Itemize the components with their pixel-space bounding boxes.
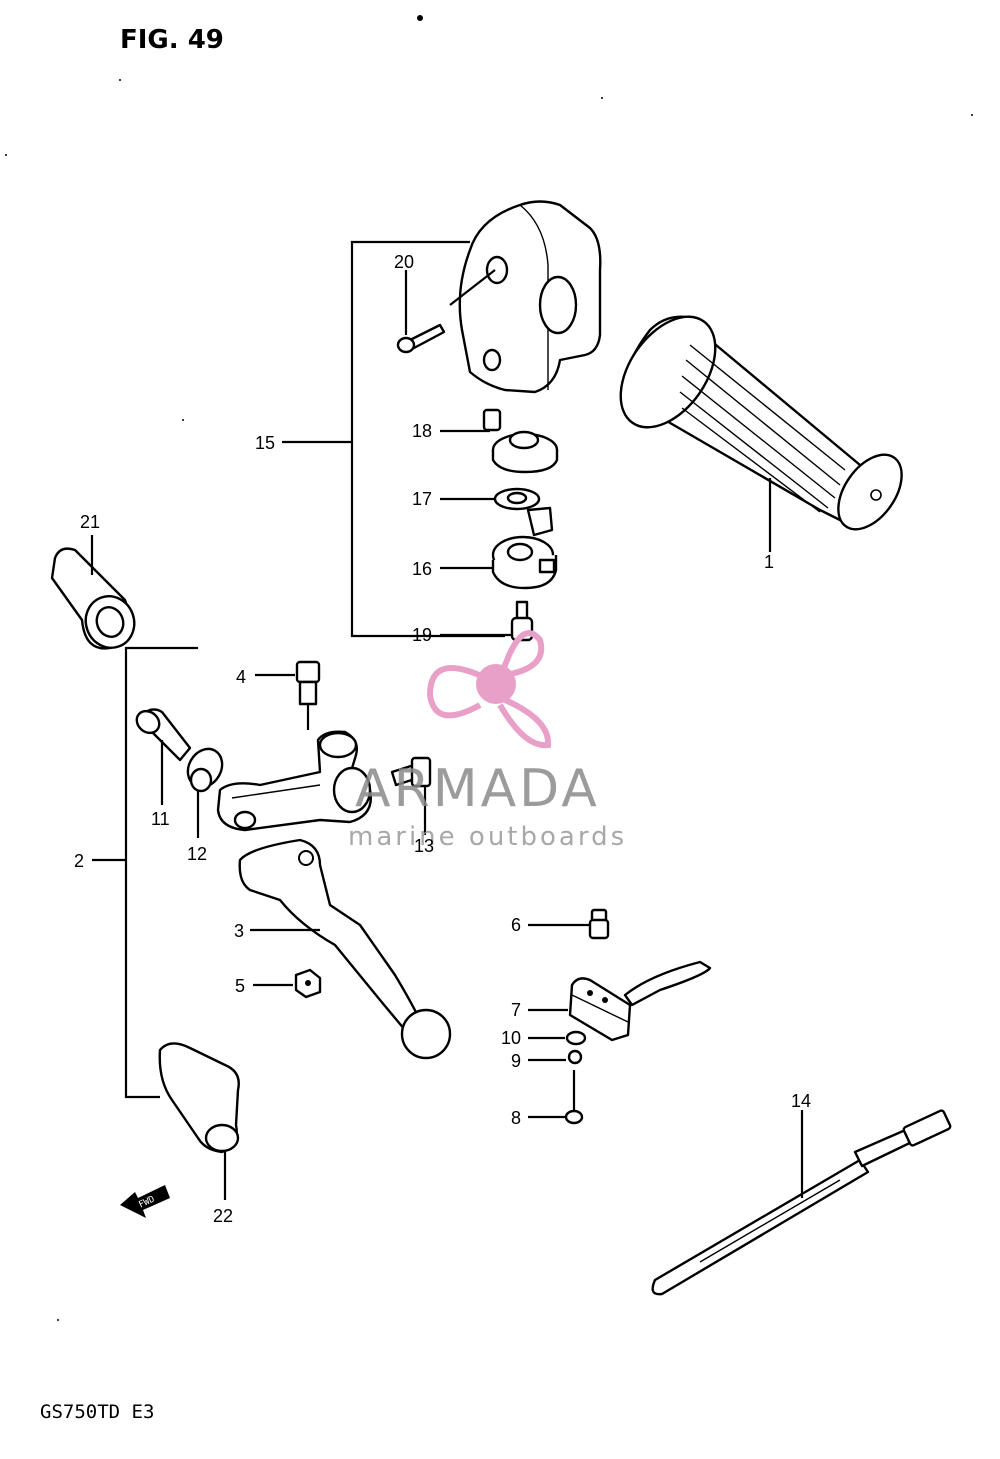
callout-7: 7 [511,1000,521,1020]
screw-8 [528,1070,584,1125]
callout-8: 8 [511,1108,521,1128]
callout-19: 19 [412,625,432,645]
callout-3: 3 [234,921,244,941]
handlebar-grip [619,315,903,552]
nut-5 [253,968,322,999]
callout-21: 21 [80,512,100,532]
callout-5: 5 [235,976,245,996]
bolt-13 [390,756,432,835]
lever-boot-22 [158,1042,240,1200]
switch-base-16 [440,535,558,590]
figure-title: FIG. 49 [120,25,224,55]
model-code: GS750TD E3 [40,1401,154,1423]
watermark-tagline: marine outboards [348,822,627,852]
callout-4: 4 [236,667,246,687]
scan-specks [5,15,973,1321]
callout-17: 17 [412,489,432,509]
switch-part-18 [440,408,559,474]
nut-12 [186,747,224,838]
callout-6: 6 [511,915,521,935]
callout-12: 12 [187,844,207,864]
bolt-4 [255,660,321,730]
clutch-lever-3 [238,838,452,1060]
switch-housing [458,200,602,394]
switch-6 [528,908,610,940]
callout-labels: 1 2 3 4 5 6 7 8 9 10 11 12 13 14 15 16 1… [74,252,811,1226]
callout-2: 2 [74,851,84,871]
bracket-2 [92,646,198,1099]
screw-11 [135,708,192,805]
clutch-switch-7 [528,960,712,1042]
screw-19 [440,600,534,642]
propeller-logo-icon [426,630,552,749]
washer-10 [528,1030,587,1046]
callout-22: 22 [213,1206,233,1226]
callout-10: 10 [501,1028,521,1048]
lever-holder [216,730,372,832]
armada-watermark: ARMADA marine outboards [348,630,627,852]
callout-14: 14 [791,1091,811,1111]
callout-11: 11 [151,809,170,829]
callout-13: 13 [414,836,434,856]
callout-15: 15 [255,433,275,453]
lever-boot-21 [50,535,136,650]
callout-16: 16 [412,559,432,579]
callout-9: 9 [511,1051,521,1071]
bracket-15 [282,240,505,638]
washer-17 [440,487,554,537]
cable-tie-14 [651,1109,952,1296]
callout-20: 20 [394,252,414,272]
callout-1: 1 [764,552,774,572]
forward-direction-arrow: FWD [120,1185,170,1218]
nut-9 [528,1049,583,1065]
watermark-brand: ARMADA [355,759,600,819]
screw-20 [396,269,496,354]
callout-18: 18 [412,421,432,441]
